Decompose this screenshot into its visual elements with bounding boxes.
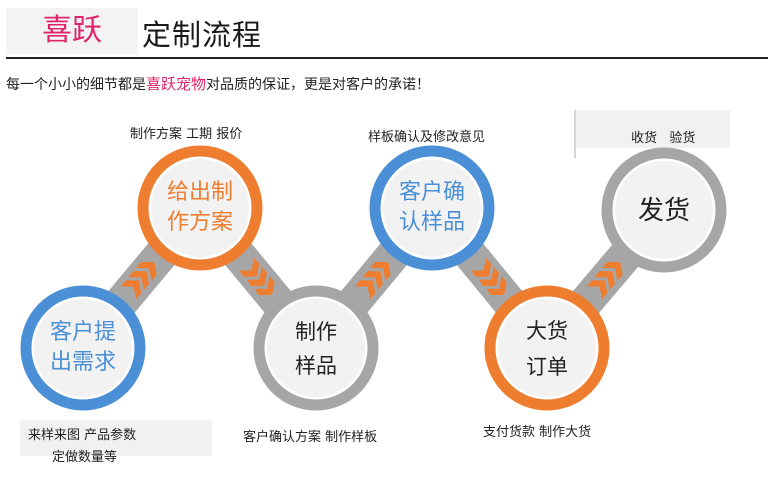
chevron-arrow-4 xyxy=(470,257,507,296)
chevron-arrow-2 xyxy=(238,257,275,296)
step-1-line1: 客户提 xyxy=(49,320,116,345)
step-6-line1: 发货 xyxy=(637,196,690,226)
tagline-highlight: 喜跃宠物 xyxy=(146,75,207,93)
step-circle-4 xyxy=(369,145,495,271)
caption-box-step6 xyxy=(574,110,730,148)
brand-logo-text: 喜跃 xyxy=(42,13,102,48)
step-1-label: 客户提 出需求 xyxy=(33,318,133,377)
step-2-line1: 给出制 xyxy=(166,180,233,205)
step-4-line1: 客户确 xyxy=(398,180,465,205)
caption-box-step1 xyxy=(20,420,212,456)
caption-step4: 样板确认及修改意见 xyxy=(368,130,486,145)
step-4-label: 客户确 认样品 xyxy=(382,178,482,237)
step-circle-6 xyxy=(601,147,727,273)
step-circle-3 xyxy=(253,285,379,411)
step-4-line2: 认样品 xyxy=(398,209,465,235)
chevron-arrow-3 xyxy=(354,261,391,300)
tagline-after: 对品质的保证，更是对客户的承诺！ xyxy=(206,77,431,93)
step-2-label: 给出制 作方案 xyxy=(150,178,250,237)
step-circle-2 xyxy=(137,145,263,271)
step-3-line2: 样品 xyxy=(295,353,337,378)
step-2-line2: 作方案 xyxy=(166,209,233,235)
chevron-arrow-5 xyxy=(586,261,623,300)
step-3-label: 制作 样品 xyxy=(266,316,366,383)
step-3-line1: 制作 xyxy=(295,320,337,344)
header-divider xyxy=(6,57,768,59)
step-circle-1 xyxy=(20,285,146,411)
chevron-arrow-1 xyxy=(120,261,157,300)
step-1-line2: 出需求 xyxy=(49,349,116,375)
step-circle-5 xyxy=(484,285,610,411)
step-6-label: 发货 xyxy=(614,194,714,229)
caption-step6: 收货 验货 xyxy=(631,131,696,146)
tagline-before: 每一个小小的细节都是 xyxy=(6,77,146,93)
caption-step1-line1: 来样来图 产品参数 xyxy=(28,428,137,443)
chevron-arrows xyxy=(120,257,623,300)
brand-background xyxy=(6,8,138,54)
step-5-line1: 大货 xyxy=(526,319,568,343)
caption-step2: 制作方案 工期 报价 xyxy=(130,127,243,142)
caption-step3: 客户确认方案 制作样板 xyxy=(243,430,378,445)
caption-step5: 支付货款 制作大货 xyxy=(483,425,592,440)
caption-box-step6-edge xyxy=(574,110,576,158)
page-title: 定制流程 xyxy=(142,18,263,52)
step-5-label: 大货 订单 xyxy=(497,314,597,385)
step-5-line2: 订单 xyxy=(526,354,568,379)
tagline: 每一个小小的细节都是喜跃宠物对品质的保证，更是对客户的承诺！ xyxy=(6,73,430,94)
caption-step1-line2: 定做数量等 xyxy=(52,450,118,465)
